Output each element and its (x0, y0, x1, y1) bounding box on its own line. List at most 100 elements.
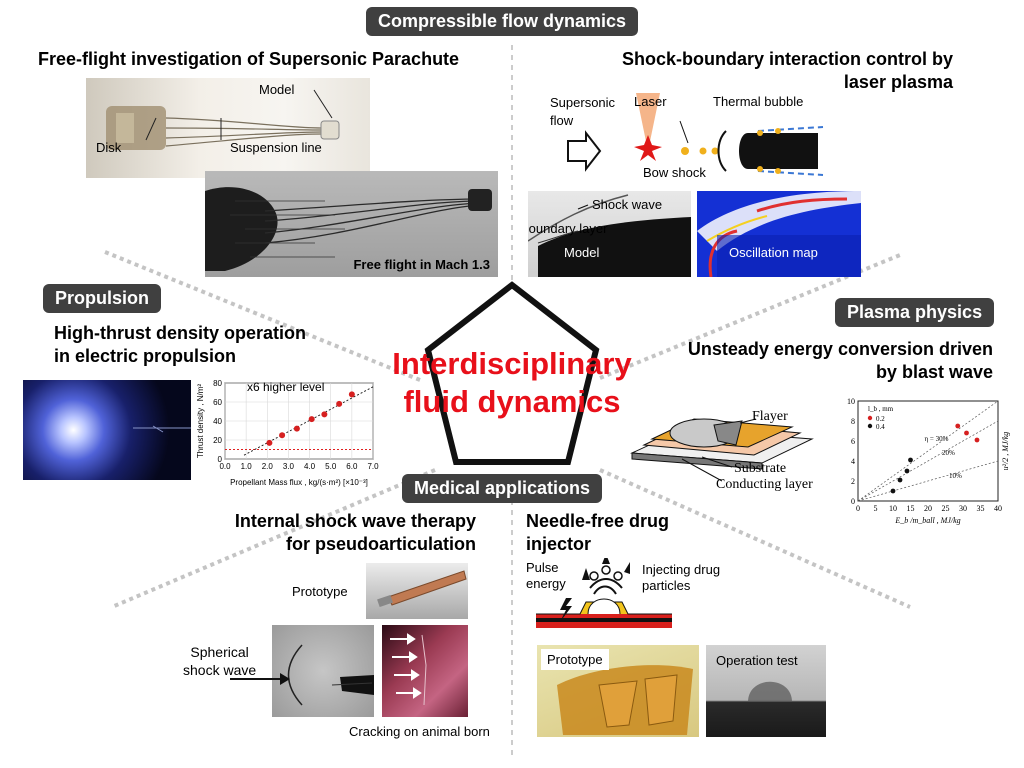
thrust-chart-xtick: 5.0 (325, 462, 337, 471)
thrust-chart-annotation: x6 higher level (247, 380, 324, 394)
energy-chart-legend-label: 0.4 (876, 423, 885, 431)
thrust-chart-point (348, 391, 355, 398)
energy-chart-ytick: 8 (851, 417, 855, 426)
spherical-arrow-icon (230, 673, 290, 685)
parachute-model-drawing (106, 89, 340, 150)
energy-chart-xtick: 40 (994, 504, 1002, 513)
parachute-caption: Free flight in Mach 1.3 (353, 257, 490, 272)
thrust-chart-point (293, 425, 300, 432)
divider-right-upper (599, 253, 901, 380)
bone-cracks-drawing (390, 633, 427, 706)
injector-title: Needle-free drug injector (526, 510, 669, 556)
energy-chart-point (955, 423, 961, 429)
oscillation-map: Oscillation map (697, 191, 861, 277)
energy-chart-ylabel: u²/2 , MJ/kg (1001, 432, 1010, 471)
energy-chart-xtick: 0 (856, 504, 860, 513)
injector-label-injecting: Injecting drug particles (642, 562, 720, 594)
energy-chart-xtick: 5 (874, 504, 878, 513)
injector-label-operation: Operation test (716, 653, 798, 668)
energy-chart-point (964, 430, 969, 436)
laser-label-flow: Supersonic flow (550, 94, 615, 130)
energy-chart-efficiency-line (857, 460, 999, 502)
shock-therapy-title: Internal shock wave therapy for pseudoar… (160, 510, 476, 556)
energy-chart-ytick: 6 (851, 437, 855, 446)
injector-film-drawing (557, 665, 693, 735)
thrust-chart-xlabel: Propellant Mass flux , kg/(s·m²) [×10⁻³] (230, 478, 368, 487)
thrust-chart-xtick: 6.0 (346, 462, 358, 471)
divider-left-upper (104, 250, 421, 382)
flayer-diagram-drawing (630, 418, 814, 482)
shock-therapy-prototype-photo (366, 563, 468, 619)
thrust-chart-xtick: 2.0 (262, 462, 274, 471)
center-pentagon (424, 281, 600, 465)
injector-label-pulse: Pulse energy (526, 560, 566, 592)
energy-chart-xtick: 20 (924, 504, 932, 513)
flow-arrow-icon (567, 130, 602, 172)
laser-label-model: Model (564, 245, 600, 260)
thrust-chart-xtick: 1.0 (241, 462, 253, 471)
propulsion-title-line1: High-thrust density operation (54, 323, 306, 343)
animal-bone-photo (382, 625, 468, 717)
energy-chart-xtick: 25 (942, 504, 950, 513)
plasma-title-line2: by blast wave (875, 362, 993, 382)
operation-test-photo: Operation test (706, 645, 826, 737)
energy-chart-legend-marker (867, 415, 873, 421)
energy-chart-point (897, 477, 903, 483)
energy-chart-ytick: 2 (851, 477, 855, 486)
thruster-drawing (133, 425, 191, 433)
thrust-chart-ytick: 20 (213, 436, 222, 445)
spherical-shock-photo (272, 625, 374, 717)
laser-title-line1: Shock-boundary interaction control by (621, 49, 953, 69)
injector-label-pulse-line1: Pulse (526, 560, 559, 575)
energy-chart-eff-label: 20% (942, 449, 955, 457)
laser-label-shock-wave: Shock wave (592, 197, 663, 212)
bow-shock-curve (717, 130, 727, 172)
parachute-label-disk: Disk (96, 140, 122, 155)
thrust-chart-ylabel: Thrust density , N/m² (196, 384, 205, 459)
thrust-chart-point (336, 400, 343, 407)
operation-test-drawing (748, 681, 792, 702)
energy-chart-eff-label: η = 30% (925, 435, 949, 443)
category-plasma-physics: Plasma physics (835, 298, 995, 327)
center-title-line2: fluid dynamics (403, 384, 621, 419)
propulsion-title: High-thrust density operation in electri… (54, 322, 306, 368)
parachute-label-suspension: Suspension line (230, 140, 322, 155)
thrust-chart-point (279, 432, 286, 439)
energy-chart-ytick: 0 (851, 497, 855, 506)
laser-title-line2: laser plasma (843, 72, 953, 92)
plasma-label-flayer: Flayer (752, 409, 788, 424)
shock-therapy-label-spherical-line1: Spherical (190, 644, 249, 660)
energy-chart-point (908, 457, 913, 463)
thrust-chart-xtick: 7.0 (367, 462, 379, 471)
energy-chart-ytick: 10 (847, 397, 855, 406)
parachute-title: Free-flight investigation of Supersonic … (38, 49, 460, 69)
shock-therapy-label-prototype: Prototype (292, 584, 348, 599)
injector-title-line2: injector (526, 534, 592, 554)
shock-therapy-label-cracking: Cracking on animal born (349, 724, 490, 739)
laser-label-flow-line1: Supersonic (550, 95, 616, 110)
thrust-chart-point (266, 439, 273, 446)
plasma-label-substrate: Substrate (734, 461, 787, 476)
category-compressible-flow: Compressible flow dynamics (366, 7, 639, 36)
laser-schlieren-photo: Shock wave Boundary layer Model (528, 191, 691, 277)
energy-chart-legend-title: l_b , mm (868, 405, 894, 413)
oscillation-map-label: Oscillation map (729, 245, 818, 260)
energy-chart-xtick: 35 (977, 504, 985, 513)
energy-chart-ytick: 4 (851, 457, 855, 466)
injector-prototype-photo: Prototype (537, 645, 699, 737)
laser-title: Shock-boundary interaction control by la… (560, 48, 953, 94)
probe-drawing (377, 570, 467, 608)
flayer-diagram: Flayer Substrate Conducting layer (622, 405, 844, 497)
energy-chart-point (974, 437, 980, 443)
propulsion-title-line2: in electric propulsion (54, 346, 237, 366)
laser-spark-icon (634, 135, 662, 161)
thrust-chart-xtick: 4.0 (304, 462, 316, 471)
thrust-chart-trend-line (243, 386, 374, 456)
shock-therapy-title-line1: Internal shock wave therapy (234, 511, 476, 531)
energy-chart-eff-label: 10% (949, 472, 962, 480)
parachute-schlieren-drawing (205, 187, 492, 271)
injector-label-injecting-line1: Injecting drug (642, 562, 721, 577)
energy-chart-xlabel: E_b /m_ball , MJ/kg (894, 516, 960, 525)
